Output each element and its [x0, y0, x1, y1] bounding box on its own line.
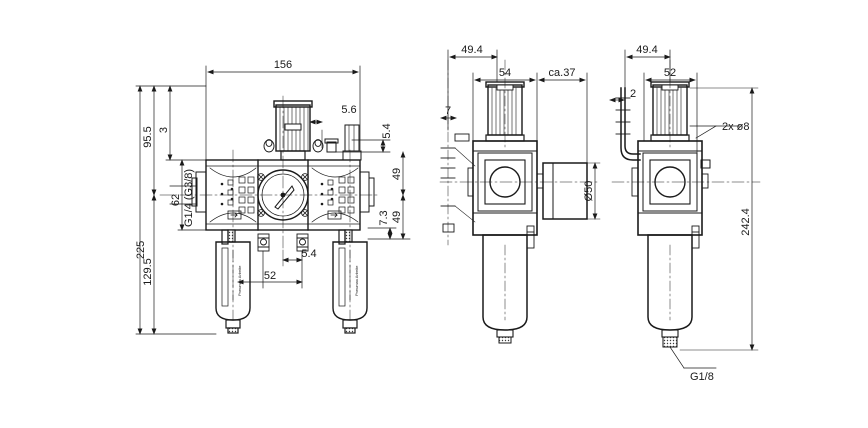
dim-top-height: 95.5	[142, 126, 154, 147]
dim-bracket-hole-spacing: 7	[445, 105, 451, 117]
dim-bracket-edge: 2	[630, 88, 636, 100]
dim-body-width-right: 52	[664, 67, 676, 79]
bowl-brand-text-right: Pneumax Arbeite	[354, 265, 359, 296]
side-view-gauge-dimensions	[440, 49, 601, 220]
dim-bowl-offset: 7.3	[378, 210, 390, 225]
front-view-geometry: Pneumax Arbeite Pneumax Arbeite	[159, 95, 381, 334]
side-view-gauge-geometry	[439, 59, 601, 344]
dim-height-to-centerline: 129.5	[142, 258, 154, 286]
side-view-bracket-geometry	[611, 59, 761, 369]
dim-bracket-width-mid: 49.4	[461, 44, 482, 56]
dim-knob-offset: 5.6	[341, 104, 356, 116]
dim-bracket-width-right: 49.4	[636, 44, 657, 56]
dim-right-upper: 49	[391, 168, 403, 180]
dim-gauge-diameter: Ø50	[583, 181, 595, 202]
dim-port-height: 62	[170, 194, 182, 206]
dim-overall-width: 156	[274, 59, 292, 71]
dim-drain-thread: G1/8	[690, 371, 714, 383]
bowl-brand-text-left: Pneumax Arbeite	[237, 265, 242, 296]
dim-body-width-mid: 54	[499, 67, 511, 79]
dim-bottom-span: 52	[264, 270, 276, 282]
dim-right-offset-small: 5.4	[381, 123, 393, 138]
side-view-bracket-dimensions	[609, 49, 759, 351]
dim-gauge-depth: ca.37	[549, 67, 576, 79]
dim-top-offset: 3	[158, 127, 170, 133]
dim-overall-height-right: 242.4	[740, 208, 752, 236]
dim-mount-holes: 2x ø8	[722, 121, 750, 133]
front-view-dimensions	[135, 65, 411, 335]
dim-right-lower: 49	[391, 211, 403, 223]
dim-port-thread: G1/4 (G3/8)	[183, 169, 195, 227]
dim-bottom-offset: 5.4	[301, 248, 316, 260]
dim-overall-height: 225	[135, 241, 147, 259]
